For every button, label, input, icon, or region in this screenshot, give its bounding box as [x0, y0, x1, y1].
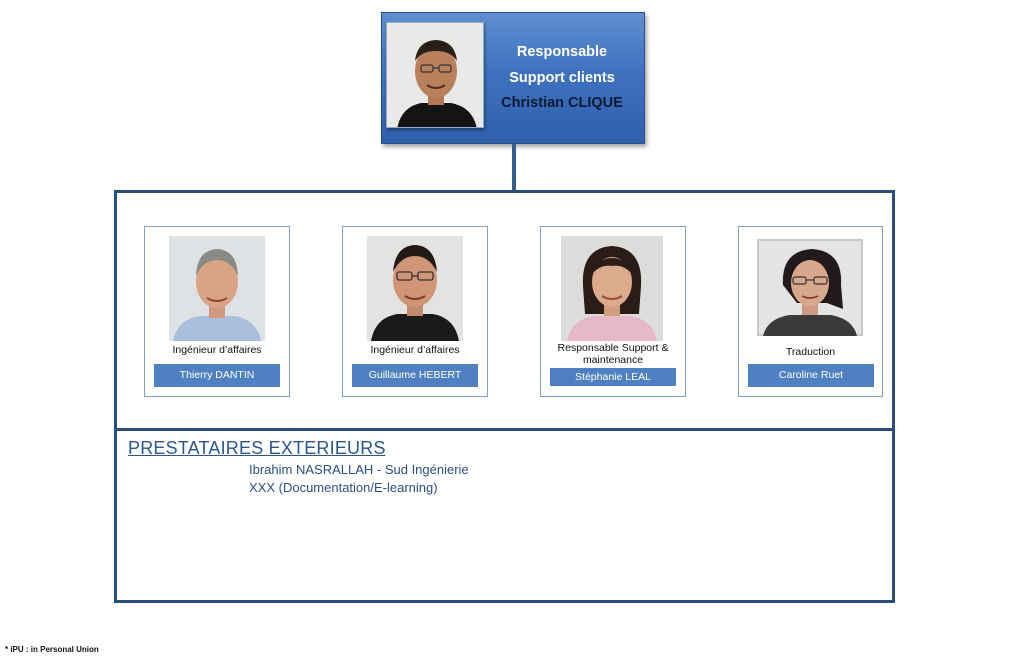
head-role-line2: Support clients — [509, 69, 615, 86]
external-line-1: Ibrahim NASRALLAH - Sud Ingénierie — [249, 462, 469, 477]
team-name-4: Caroline Ruet — [748, 364, 874, 387]
head-text: Responsable Support clients Christian CL… — [488, 40, 636, 117]
external-title: PRESTATAIRES EXTERIEURS — [128, 438, 386, 458]
team-name-3: Stéphanie LEAL — [550, 368, 676, 386]
head-name: Christian CLIQUE — [501, 95, 623, 111]
team-role-4: Traduction — [785, 346, 836, 358]
team-name-1: Thierry DANTIN — [154, 364, 280, 387]
head-role-line1: Responsable — [516, 44, 608, 60]
team-photo-2 — [367, 236, 463, 341]
footnote: * iPU : in Personal Union — [5, 645, 99, 654]
team-name-2: Guillaume HEBERT — [352, 364, 478, 387]
team-card-4: Traduction Caroline Ruet — [738, 226, 883, 397]
team-card-2: Ingénieur d’affaires Guillaume HEBERT — [342, 226, 488, 397]
team-card-1: Ingénieur d’affaires Thierry DANTIN — [144, 226, 290, 397]
team-photo-1 — [169, 236, 265, 341]
team-role-2: Ingénieur d’affaires — [370, 344, 460, 356]
external-line-2: XXX (Documentation/E-learning) — [249, 480, 438, 495]
head-photo — [386, 22, 484, 128]
team-role-1: Ingénieur d’affaires — [172, 344, 262, 356]
connector-line — [512, 144, 516, 192]
team-photo-4 — [757, 239, 863, 336]
external-frame — [114, 428, 895, 603]
team-card-3: Responsable Support & maintenance Stépha… — [540, 226, 686, 397]
team-photo-3 — [561, 236, 663, 341]
team-role-3: Responsable Support & maintenance — [557, 342, 669, 366]
